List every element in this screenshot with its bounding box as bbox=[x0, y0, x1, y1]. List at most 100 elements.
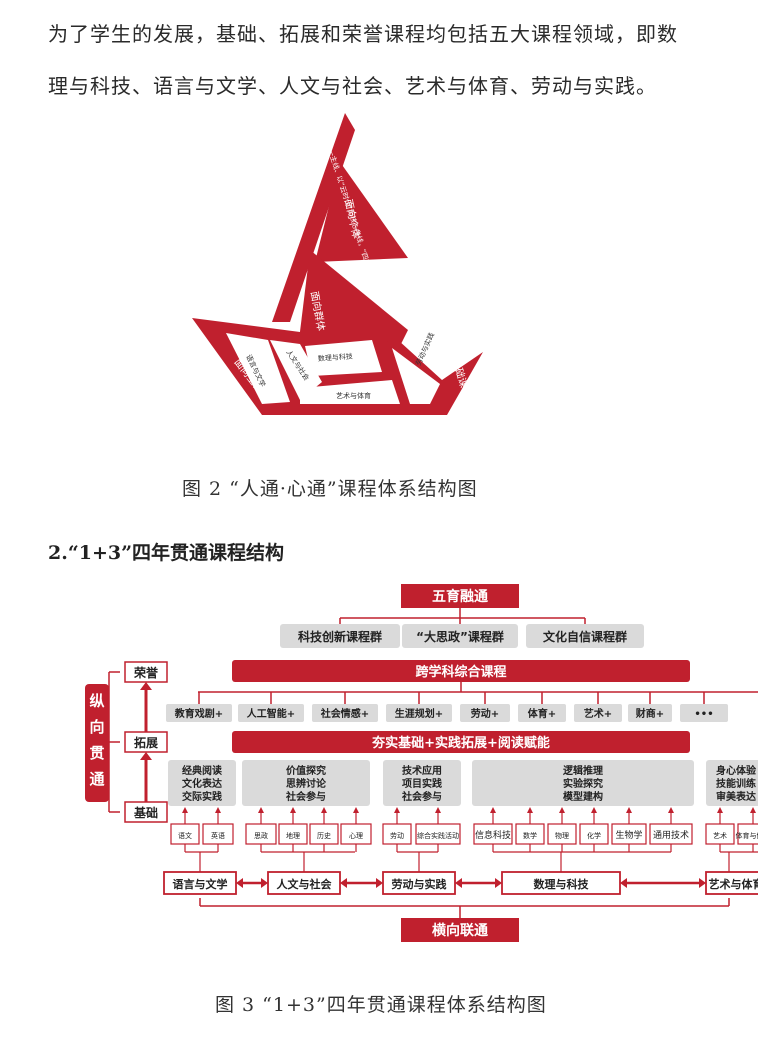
group-box-3 bbox=[526, 624, 644, 648]
group-label-3: 文化自信课程群 bbox=[543, 629, 627, 644]
level-expand-label: 拓展 bbox=[134, 735, 158, 750]
intro-line-2: 理与科技、语言与文学、人文与社会、艺术与体育、劳动与实践。 bbox=[48, 74, 657, 98]
group-box-1 bbox=[280, 624, 400, 648]
vertical-char-2: 向 bbox=[89, 718, 104, 736]
tag-box bbox=[238, 704, 304, 722]
subject-label: 数学 bbox=[523, 831, 537, 840]
tag-box bbox=[518, 704, 566, 722]
subject-label: 通用技术 bbox=[653, 829, 689, 841]
tag-label: 教育戏剧+ bbox=[174, 707, 223, 720]
figure2-sail-diagram: 一主线、以“云时代”为核心主线，“四方联合”为支撑 面向个体 荣誉课程 面向群体… bbox=[192, 113, 483, 415]
top-box bbox=[401, 584, 519, 608]
main-band bbox=[232, 731, 690, 753]
vertical-block bbox=[85, 684, 109, 802]
tag-label: 财商+ bbox=[635, 707, 664, 720]
top-label: 五育融通 bbox=[432, 588, 488, 605]
human-panel bbox=[270, 340, 322, 400]
domain-label: 数理与科技 bbox=[534, 877, 590, 891]
subject-label: 生物学 bbox=[615, 829, 642, 841]
figure3-caption: 图 3 “1+3”四年贯通课程体系结构图 bbox=[215, 994, 547, 1016]
tag-box bbox=[628, 704, 672, 722]
subject-label: 劳动 bbox=[390, 831, 404, 840]
tag-label: 劳动+ bbox=[471, 707, 499, 720]
subject-label: 信息科技 bbox=[475, 829, 511, 841]
subject-label: 语文 bbox=[178, 831, 192, 840]
domain-label: 艺术与体育 bbox=[709, 877, 758, 891]
skill-line: 项目实践 bbox=[402, 777, 442, 790]
skill-box bbox=[168, 760, 236, 806]
skill-line: 价值探究 bbox=[286, 764, 326, 777]
figure2-caption: 图 2 “人通·心通”课程体系结构图 bbox=[182, 478, 478, 500]
subject-label: 思政 bbox=[254, 831, 268, 840]
skill-line: 身心体验 bbox=[716, 764, 757, 777]
math-panel bbox=[305, 340, 382, 376]
section2-heading: 2.“1+3”四年贯通课程结构 bbox=[48, 542, 285, 564]
tag-label: ••• bbox=[694, 709, 713, 720]
skill-line: 思辨讨论 bbox=[286, 777, 327, 790]
vertical-char-4: 通 bbox=[89, 770, 104, 788]
skill-line: 逻辑推理 bbox=[563, 764, 603, 777]
skill-box bbox=[383, 760, 461, 806]
tag-label: 社会情感+ bbox=[320, 707, 369, 720]
domain-label: 劳动与实践 bbox=[392, 877, 447, 891]
subject-label: 化学 bbox=[587, 831, 601, 840]
labor-panel bbox=[392, 348, 440, 404]
skill-line: 模型建构 bbox=[563, 790, 603, 803]
band-label: 夯实基础+实践拓展+阅读赋能 bbox=[371, 735, 550, 751]
tag-box bbox=[166, 704, 232, 722]
skill-line: 实验探究 bbox=[563, 777, 603, 790]
domain-label: 人文与社会 bbox=[277, 877, 333, 891]
subject-label: 体育与健康 bbox=[736, 831, 758, 840]
skill-line: 社会参与 bbox=[285, 790, 326, 803]
label-math-tech: 数理与科技 bbox=[318, 352, 354, 363]
group-label-2: “大思政”课程群 bbox=[416, 629, 504, 644]
skill-line: 文化表达 bbox=[182, 777, 222, 790]
tag-box bbox=[460, 704, 510, 722]
skill-line: 社会参与 bbox=[401, 790, 442, 803]
vertical-char-3: 贯 bbox=[89, 744, 104, 762]
mast-strip bbox=[272, 113, 355, 322]
tag-box bbox=[312, 704, 378, 722]
intro-line-1: 为了学生的发展，基础、拓展和荣誉课程均包括五大课程领域，即数 bbox=[48, 22, 678, 46]
skill-box bbox=[706, 760, 758, 806]
arts-panel bbox=[300, 380, 400, 404]
skill-line: 审美表达 bbox=[716, 790, 756, 803]
cross-band bbox=[232, 660, 690, 682]
subject-label: 心理 bbox=[349, 832, 363, 840]
tag-box bbox=[386, 704, 452, 722]
lang-panel bbox=[226, 333, 290, 404]
bottom-label: 横向联通 bbox=[432, 922, 488, 939]
subject-label: 物理 bbox=[555, 831, 569, 840]
tag-label: 艺术+ bbox=[584, 707, 612, 720]
vertical-char-1: 纵 bbox=[89, 692, 104, 710]
bottom-box bbox=[401, 918, 519, 942]
group-sail bbox=[298, 250, 408, 348]
cross-label: 跨学科综合课程 bbox=[415, 664, 506, 680]
skill-line: 技能训练 bbox=[716, 777, 756, 790]
group-label-1: 科技创新课程群 bbox=[298, 629, 382, 644]
skill-box bbox=[472, 760, 694, 806]
domain-row: 语言与文学 人文与社会 劳动与实践 数理与科技 艺术与体育 bbox=[163, 852, 758, 895]
tag-label: 生涯规划+ bbox=[395, 707, 443, 720]
subject-label: 艺术 bbox=[713, 831, 727, 840]
subject-label: 英语 bbox=[211, 831, 225, 840]
tag-label: 体育+ bbox=[528, 707, 556, 720]
tag-box bbox=[574, 704, 622, 722]
domain-label: 语言与文学 bbox=[173, 877, 228, 891]
tags-row: 教育戏剧+ 人工智能+ 社会情感+ 生涯规划+ 劳动+ 体育+ 艺术+ 财商+ ••• bbox=[166, 692, 728, 722]
tag-box bbox=[680, 704, 728, 722]
subject-label: 综合实践活动 bbox=[417, 831, 459, 840]
level-basic-label: 基础 bbox=[133, 805, 158, 820]
tag-label: 人工智能+ bbox=[247, 707, 295, 720]
level-honor-label: 荣誉 bbox=[133, 665, 159, 680]
skill-line: 交际实践 bbox=[182, 790, 222, 803]
skill-line: 经典阅读 bbox=[182, 764, 222, 777]
label-labor: 劳动与实践 bbox=[414, 331, 436, 367]
skill-box bbox=[242, 760, 370, 806]
group-box-2 bbox=[402, 624, 518, 648]
subject-row: 语文英语思政地理历史心理劳动综合实践活动信息科技数学物理化学生物学通用技术艺术体… bbox=[170, 807, 758, 853]
label-arts-pe: 艺术与体育 bbox=[336, 391, 371, 400]
honor-triangle bbox=[315, 162, 408, 262]
skill-row: 经典阅读文化表达交际实践价值探究思辨讨论社会参与技术应用项目实践社会参与逻辑推理… bbox=[168, 760, 758, 806]
figure3-structure-diagram: 五育融通 科技创新课程群 “大思政”课程群 文化自信课程群 纵 向 贯 通 荣誉… bbox=[85, 584, 758, 942]
